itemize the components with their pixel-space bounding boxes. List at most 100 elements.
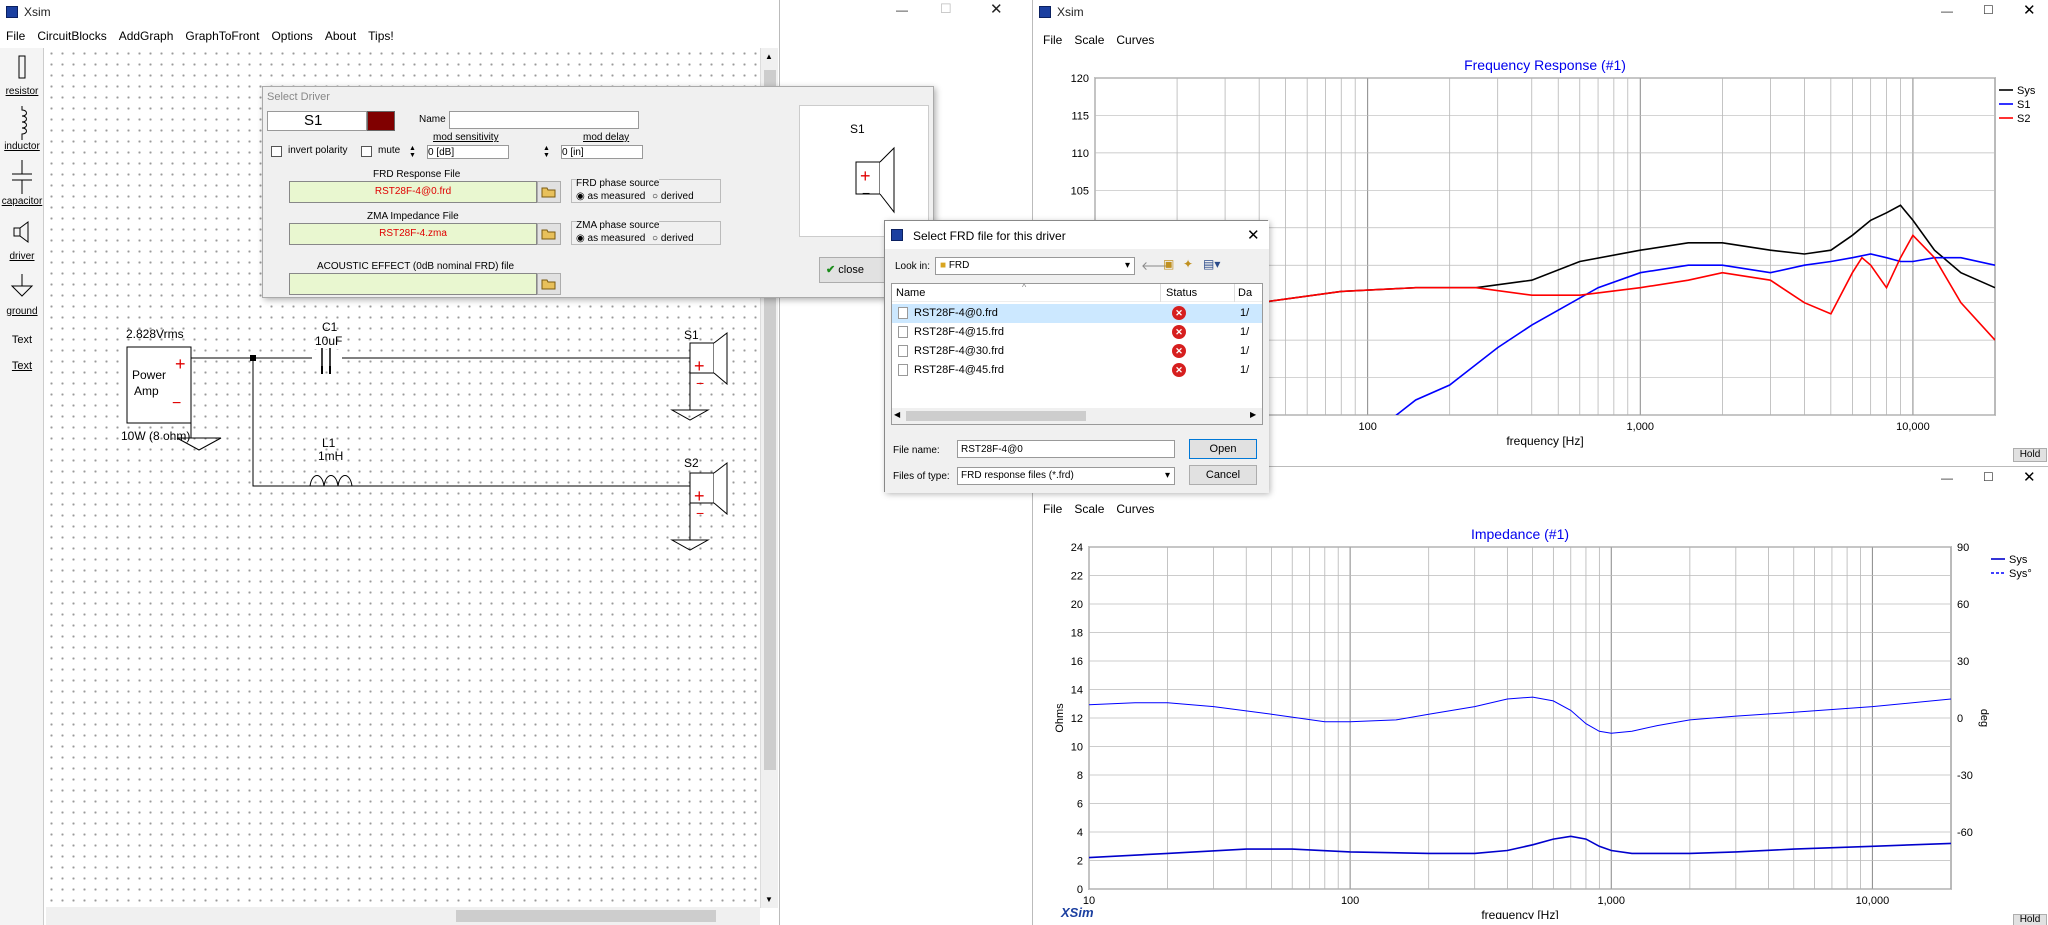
mod-delay-input[interactable]	[561, 145, 643, 159]
source-voltage-label: 2.828Vrms	[126, 327, 184, 341]
y2-tick-label: 0	[1957, 713, 1963, 725]
mod-sensitivity-input[interactable]	[427, 145, 509, 159]
freq-menu-scale[interactable]: Scale	[1074, 33, 1105, 47]
driver-preview-panel: S1 + −	[799, 105, 929, 237]
frd-derived-radio[interactable]: ○ derived	[652, 191, 694, 202]
column-header-date[interactable]: Da	[1238, 287, 1253, 299]
menu-file[interactable]: File	[6, 29, 26, 43]
driver-id-field[interactable]: S1	[267, 111, 367, 131]
s1-label: S1	[684, 328, 699, 342]
zma-file-label: ZMA Impedance File	[367, 211, 459, 222]
menu-about[interactable]: About	[324, 29, 357, 43]
tool-text-label[interactable]: Text	[11, 334, 33, 346]
freq-close-button[interactable]: ✕	[2023, 2, 2036, 19]
imp-maximize-button[interactable]: ☐	[1983, 470, 1994, 484]
invert-polarity-checkbox[interactable]	[271, 146, 282, 157]
file-date: 1/	[1240, 364, 1250, 376]
menu-tips[interactable]: Tips!	[368, 29, 394, 43]
freq-menu-file[interactable]: File	[1043, 33, 1063, 47]
s2-speaker-icon[interactable]: + −	[670, 461, 728, 551]
acoustic-browse-button[interactable]	[537, 273, 561, 295]
mod-sensitivity-label: mod sensitivity	[433, 132, 499, 143]
menu-graphtofront[interactable]: GraphToFront	[185, 29, 260, 43]
new-folder-icon[interactable]: ✦	[1183, 257, 1194, 271]
up-folder-icon[interactable]: ▣	[1163, 257, 1175, 271]
file-dialog-close-button[interactable]: ✕	[1247, 227, 1260, 244]
menu-circuitblocks[interactable]: CircuitBlocks	[37, 29, 107, 43]
file-name-input[interactable]	[957, 440, 1175, 458]
svg-text:−: −	[696, 505, 704, 521]
mute-checkbox[interactable]	[361, 146, 372, 157]
freq-maximize-button[interactable]: ☐	[1983, 3, 1994, 17]
file-dialog-titlebar: Select FRD file for this driver ✕	[885, 221, 1269, 249]
mod-sensitivity-spinner[interactable]: ▲▼	[409, 145, 416, 159]
imp-close-button[interactable]: ✕	[2023, 469, 2036, 486]
chevron-down-icon: ▾	[1164, 470, 1170, 481]
tool-ground[interactable]: ground	[6, 306, 38, 317]
file-date: 1/	[1240, 307, 1250, 319]
xsim-brand-label: XSim	[1061, 905, 1094, 920]
tool-resistor[interactable]: resistor	[5, 86, 39, 97]
main-title: Xsim	[24, 5, 51, 19]
imp-menu-file[interactable]: File	[1043, 502, 1063, 516]
driver-icon[interactable]	[12, 220, 32, 244]
cancel-button[interactable]: Cancel	[1189, 465, 1257, 485]
mod-delay-spinner[interactable]: ▲▼	[543, 145, 550, 159]
legend-label: Sys	[2009, 554, 2028, 566]
imp-hold-button[interactable]: Hold	[2013, 914, 2047, 925]
main-window-close[interactable]: ✕	[990, 1, 1003, 18]
driver-name-input[interactable]	[449, 111, 639, 129]
file-list-item[interactable]: RST28F-4@15.frd✕1/	[892, 323, 1262, 342]
imp-menu-curves[interactable]: Curves	[1116, 502, 1155, 516]
folder-icon: ■	[940, 260, 947, 271]
freq-minimize-button[interactable]: —	[1941, 4, 1953, 18]
canvas-hscrollbar[interactable]	[46, 907, 760, 925]
power-amp[interactable]: + −	[126, 346, 222, 451]
tool-capacitor[interactable]: capacitor	[1, 196, 43, 207]
acoustic-effect-field[interactable]	[289, 273, 537, 295]
file-list-hscrollbar[interactable]: ◀ ▶	[892, 408, 1262, 424]
frd-as-measured-radio[interactable]: ◉ as measured	[576, 191, 646, 202]
imp-minimize-button[interactable]: —	[1941, 471, 1953, 485]
imp-menu-scale[interactable]: Scale	[1074, 502, 1105, 516]
main-window-maximize[interactable]: ☐	[940, 1, 952, 16]
ground-icon[interactable]	[10, 274, 34, 298]
zma-as-measured-radio[interactable]: ◉ as measured	[576, 233, 646, 244]
x-axis-label: frequency [Hz]	[1506, 434, 1583, 448]
zma-browse-button[interactable]	[537, 223, 561, 245]
back-arrow-icon[interactable]: 🡐	[1141, 259, 1174, 273]
inductor-icon[interactable]	[14, 106, 30, 140]
freq-menu-curves[interactable]: Curves	[1116, 33, 1155, 47]
zma-file-field[interactable]: RST28F-4.zma	[289, 223, 537, 245]
capacitor-icon[interactable]	[10, 160, 34, 194]
menu-addgraph[interactable]: AddGraph	[118, 29, 174, 43]
main-titlebar: Xsim	[0, 0, 779, 24]
column-header-status[interactable]: Status	[1166, 287, 1198, 299]
look-in-value: FRD	[948, 260, 970, 271]
zma-derived-label: derived	[660, 233, 694, 244]
xsim-app-icon	[1039, 6, 1051, 18]
frd-file-field[interactable]: RST28F-4@0.frd	[289, 181, 537, 203]
look-in-select[interactable]: ■ FRD ▾	[935, 257, 1135, 275]
s1-speaker-icon[interactable]: + −	[670, 331, 728, 421]
file-list-item[interactable]: RST28F-4@0.frd✕1/	[892, 304, 1262, 323]
file-list[interactable]: Name ^ Status Da RST28F-4@0.frd✕1/RST28F…	[891, 282, 1263, 425]
column-header-name[interactable]: Name	[896, 287, 926, 299]
file-list-item[interactable]: RST28F-4@45.frd✕1/	[892, 361, 1262, 380]
view-menu-icon[interactable]: ▤▾	[1203, 257, 1221, 271]
file-list-item[interactable]: RST28F-4@30.frd✕1/	[892, 342, 1262, 361]
freq-hold-button[interactable]: Hold	[2013, 448, 2047, 462]
files-of-type-select[interactable]: FRD response files (*.frd) ▾	[957, 467, 1175, 485]
resistor-icon[interactable]	[14, 54, 30, 82]
driver-color-swatch[interactable]	[367, 111, 395, 131]
zma-derived-radio[interactable]: ○ derived	[652, 233, 694, 244]
frd-browse-button[interactable]	[537, 181, 561, 203]
tool-inductor[interactable]: inductor	[4, 141, 40, 152]
main-menubar: File CircuitBlocks AddGraph GraphToFront…	[0, 26, 779, 46]
menu-options[interactable]: Options	[271, 29, 313, 43]
tool-driver[interactable]: driver	[9, 251, 35, 262]
main-window-minimize[interactable]: —	[896, 3, 908, 17]
tool-text-link[interactable]: Text	[11, 360, 33, 372]
open-button[interactable]: Open	[1189, 439, 1257, 459]
